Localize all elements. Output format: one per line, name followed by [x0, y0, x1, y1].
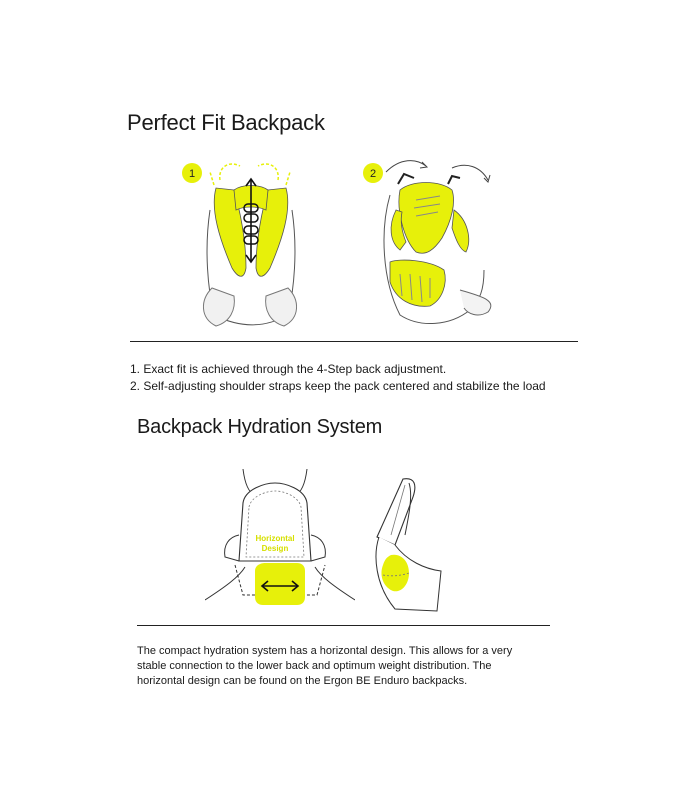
step-badge-1-label: 1	[189, 168, 195, 180]
step-badge-1	[182, 163, 202, 183]
step-badge-2	[363, 163, 383, 183]
hydration-description-line-2: stable connection to the lower back and …	[137, 660, 492, 672]
fit-feature-list: 1. Exact fit is achieved through the 4-S…	[130, 361, 546, 395]
fit-feature-item-2: 2. Self-adjusting shoulder straps keep t…	[130, 379, 546, 393]
hydration-description-line-1: The compact hydration system has a horiz…	[137, 645, 513, 657]
fit-feature-item-1: 1. Exact fit is achieved through the 4-S…	[130, 362, 447, 376]
bladder-side-view-illustration	[375, 478, 442, 612]
back-adjustment-illustration: 1	[182, 163, 297, 327]
section-divider-fit	[130, 341, 578, 342]
horizontal-design-label-line1: Horizontal	[255, 534, 294, 543]
section-title-perfect-fit: Perfect Fit Backpack	[127, 110, 325, 135]
horizontal-bladder-illustration: Horizontal Design	[205, 468, 355, 605]
horizontal-design-label-line2: Design	[262, 544, 289, 553]
shoulder-strap-illustration: 2	[363, 160, 492, 325]
hydration-description-line-3: horizontal design can be found on the Er…	[137, 675, 468, 687]
section-divider-hydration	[137, 625, 550, 626]
hydration-description: The compact hydration system has a horiz…	[137, 644, 557, 689]
step-badge-2-label: 2	[370, 168, 376, 180]
section-title-hydration: Backpack Hydration System	[137, 416, 383, 438]
